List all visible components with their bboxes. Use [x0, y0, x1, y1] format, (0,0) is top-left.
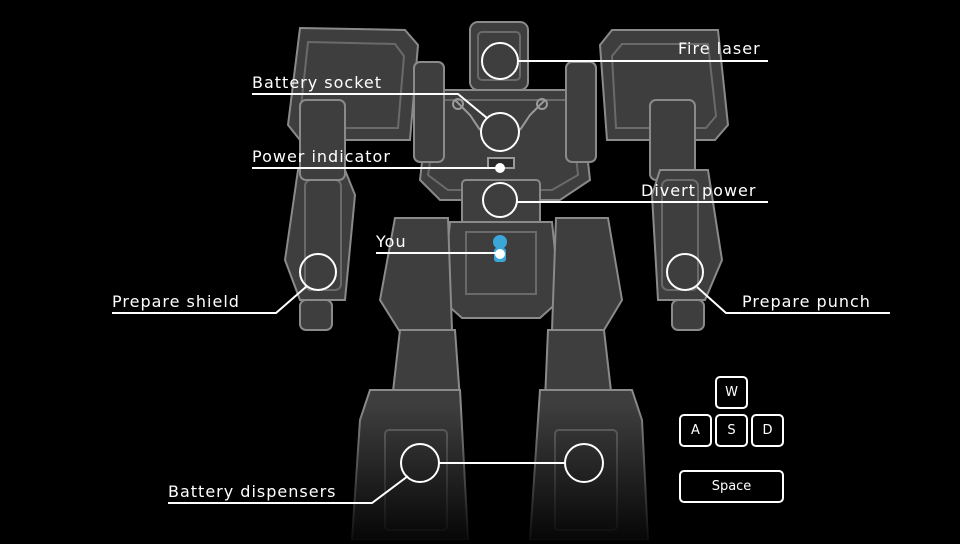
power-indicator-label: Power indicator	[252, 147, 391, 166]
key-space-hint: Space	[679, 470, 784, 503]
prepare-punch-label: Prepare punch	[742, 292, 871, 311]
battery-socket-label: Battery socket	[252, 73, 383, 92]
divert-power-target	[482, 182, 518, 218]
battery-socket-line	[252, 93, 488, 119]
battery-dispensers-label: Battery dispensers	[168, 482, 337, 501]
battery-dispensers-line	[168, 475, 409, 504]
power-indicator-dot	[495, 163, 505, 173]
prepare-punch-target	[666, 253, 704, 291]
prepare-shield-target	[299, 253, 337, 291]
key-s-hint: S	[715, 414, 748, 447]
battery-socket-target	[480, 112, 520, 152]
key-d-hint: D	[751, 414, 784, 447]
divert-power-label: Divert power	[641, 181, 757, 200]
prepare-shield-line	[112, 285, 308, 314]
key-w-hint: W	[715, 376, 748, 409]
prepare-shield-label: Prepare shield	[112, 292, 240, 311]
fire-laser-label: Fire laser	[678, 39, 761, 58]
you-label: You	[376, 232, 407, 251]
key-a-hint: A	[679, 414, 712, 447]
prepare-punch-line	[696, 286, 890, 314]
